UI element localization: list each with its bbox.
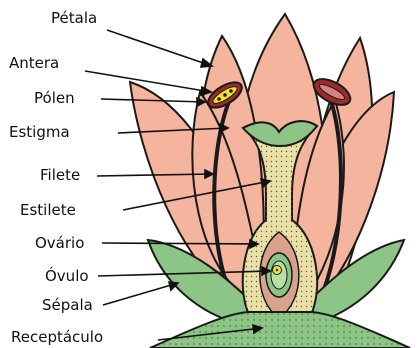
label-estilete: Estilete <box>20 203 76 218</box>
label-antera: Antera <box>9 56 59 71</box>
label-receptaculo: Receptáculo <box>11 330 103 345</box>
label-ovario: Ovário <box>35 236 84 251</box>
label-polen: Pólen <box>34 91 75 106</box>
label-ovulo: Óvulo <box>45 269 89 284</box>
label-estigma: Estigma <box>9 125 70 140</box>
label-sepala: Sépala <box>42 298 93 313</box>
label-petala: Pétala <box>51 11 97 26</box>
label-filete: Filete <box>40 168 80 183</box>
